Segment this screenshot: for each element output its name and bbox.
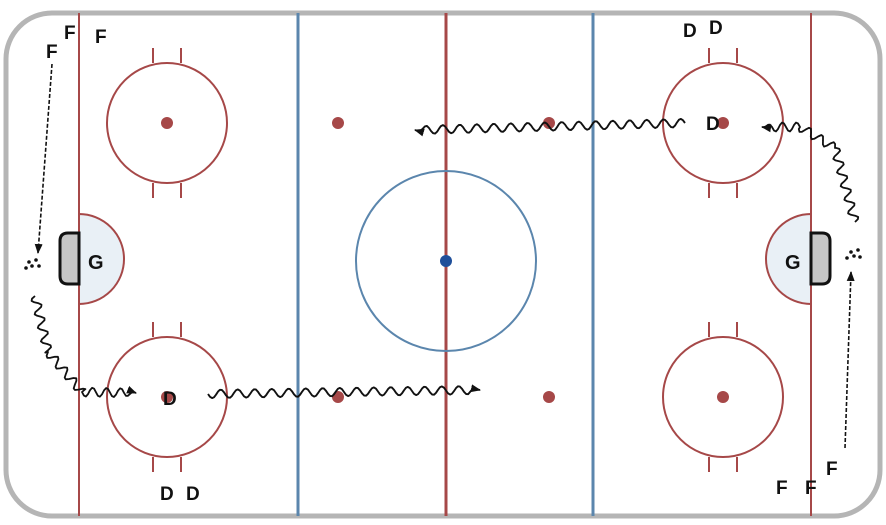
- right-net-icon: [809, 231, 832, 286]
- neutral-dot-top-left: [332, 117, 344, 129]
- player-defense-label: D: [163, 389, 177, 410]
- center-circle: [355, 170, 537, 352]
- right-goal-crease: [765, 212, 812, 306]
- neutral-dot-top-right: [543, 117, 555, 129]
- skating-path-icon: [414, 117, 686, 137]
- player-forward-label: F: [95, 27, 107, 48]
- goalie-label: G: [785, 252, 801, 274]
- skating-path-icon: [761, 121, 860, 223]
- player-defense-label: D: [160, 484, 174, 505]
- player-forward-label: F: [826, 459, 838, 480]
- left-net-icon: [58, 231, 81, 286]
- player-forward-label: F: [805, 478, 817, 499]
- player-forward-label: F: [46, 42, 58, 63]
- goalie-label: G: [88, 252, 104, 274]
- neutral-dot-bottom-left: [332, 391, 344, 403]
- player-defense-label: D: [683, 21, 697, 42]
- faceoff-circle-bottom-right: [662, 322, 784, 472]
- skating-path-icon: [207, 384, 481, 400]
- player-defense-label: D: [186, 484, 200, 505]
- pass-arrow-icon: [844, 271, 855, 449]
- skating-path-icon: [30, 295, 137, 398]
- center-faceoff-dot: [440, 255, 452, 267]
- player-forward-label: F: [776, 478, 788, 499]
- faceoff-circle-top-right: [662, 48, 784, 198]
- player-forward-label: F: [64, 23, 76, 44]
- puck-pile-icon: [845, 248, 862, 260]
- player-defense-label: D: [709, 18, 723, 39]
- faceoff-circle-top-left: [106, 48, 228, 198]
- player-defense-label: D: [706, 114, 720, 135]
- neutral-dot-bottom-right: [543, 391, 555, 403]
- puck-pile-icon: [24, 258, 41, 270]
- pass-arrow-icon: [34, 63, 53, 254]
- left-goal-crease: [78, 212, 125, 306]
